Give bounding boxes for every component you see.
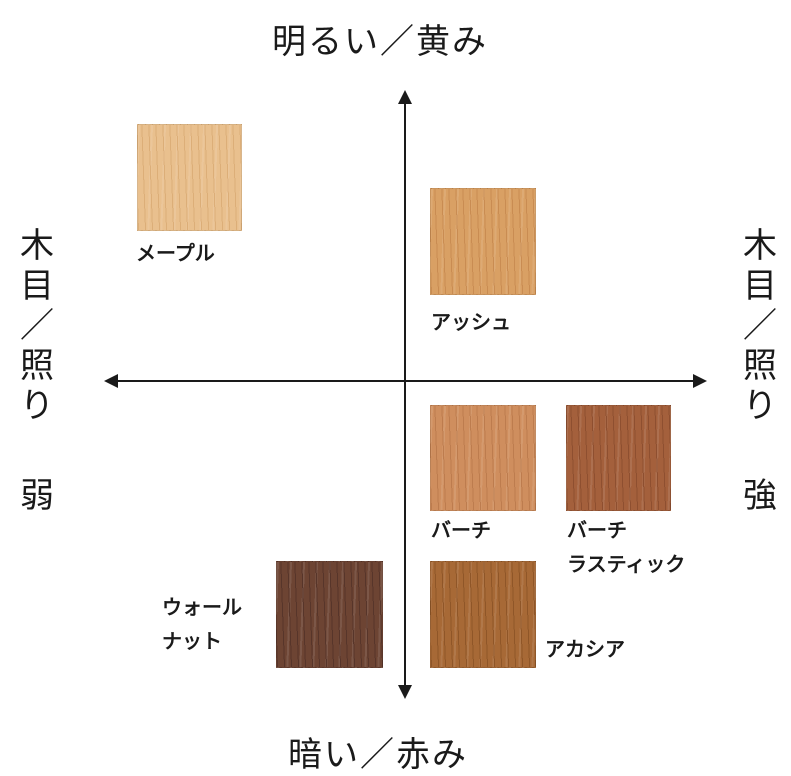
left-char-1: 木 bbox=[20, 226, 54, 266]
left-char-2: 目 bbox=[20, 266, 54, 306]
axis-left-label: 木 目 ／ 照 り 弱 bbox=[15, 226, 59, 516]
axis-bottom-label: 暗い／赤み bbox=[288, 735, 468, 775]
right-char-4: 照 bbox=[743, 346, 777, 386]
left-char-4: 照 bbox=[20, 346, 54, 386]
birch-swatch bbox=[430, 405, 536, 511]
right-char-5: り bbox=[743, 386, 777, 426]
right-char-2: 目 bbox=[743, 266, 777, 306]
right-char-6: 強 bbox=[743, 476, 777, 516]
birch-rustic-label-line2: ラスティック bbox=[567, 552, 686, 576]
acacia-swatch bbox=[430, 561, 536, 668]
walnut-label-line1: ウォール bbox=[162, 595, 242, 619]
right-char-3: ／ bbox=[743, 306, 777, 346]
axis-right-label: 木 目 ／ 照 り 強 bbox=[738, 226, 782, 516]
birch-rustic-label-line1: バーチ bbox=[567, 518, 627, 542]
left-char-5: り bbox=[20, 386, 54, 426]
right-char-1: 木 bbox=[743, 226, 777, 266]
walnut-swatch bbox=[276, 561, 383, 668]
maple-swatch bbox=[137, 124, 242, 231]
ash-swatch bbox=[430, 188, 536, 295]
walnut-label-line2: ナット bbox=[162, 629, 222, 653]
birch-rustic-label: バーチ ラスティック bbox=[567, 513, 685, 581]
acacia-label: アカシア bbox=[545, 637, 625, 661]
left-char-6: 弱 bbox=[20, 476, 54, 516]
birch-label: バーチ bbox=[431, 518, 491, 542]
walnut-label: ウォール ナット bbox=[162, 590, 242, 658]
axis-top-label: 明るい／黄み bbox=[272, 22, 488, 62]
maple-label: メープル bbox=[136, 241, 215, 265]
birch-rustic-swatch bbox=[566, 405, 671, 511]
ash-label: アッシュ bbox=[431, 310, 511, 334]
left-char-3: ／ bbox=[20, 306, 54, 346]
